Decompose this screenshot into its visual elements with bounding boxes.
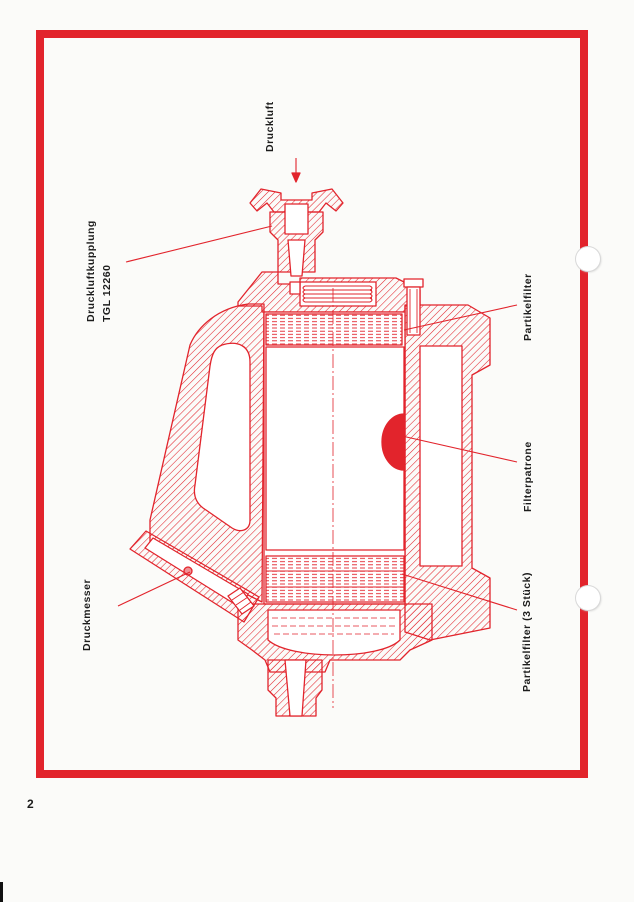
page-number: 2	[27, 797, 34, 811]
punch-hole-bottom	[576, 586, 600, 610]
leader-pressure-gauge	[117, 571, 191, 607]
gauge-valve	[227, 587, 255, 615]
label-particle-filter-bottom: Partikelfilter (3 Stück)	[521, 572, 533, 692]
label-compressed-air: Druckluft	[264, 101, 276, 152]
red-page-frame	[36, 30, 588, 778]
label-pressure-gauge: Druckmesser	[81, 578, 93, 651]
housing-flange	[404, 304, 491, 641]
pressure-gauge	[129, 530, 260, 623]
label-coupling-standard: TGL 12260	[101, 264, 113, 322]
bolt	[403, 278, 424, 336]
leader-bottom-particle-filter	[401, 573, 518, 611]
disc-spring	[299, 281, 377, 307]
compressed-air-coupling	[249, 188, 344, 295]
handle	[149, 303, 265, 603]
outlet	[267, 659, 323, 717]
label-particle-filter-top: Partikelfilter	[522, 273, 534, 341]
punch-hole-top	[576, 247, 600, 271]
label-coupling: Druckluftkupplung	[85, 220, 97, 322]
housing-base	[237, 603, 433, 673]
leader-lines	[117, 225, 518, 611]
leader-top-particle-filter	[403, 304, 518, 331]
bottom-particle-filter	[265, 555, 405, 603]
cartridge-marker	[381, 413, 405, 471]
label-filter-cartridge: Filterpatrone	[522, 441, 534, 512]
filter-cartridge	[265, 346, 405, 551]
housing-top-cap	[237, 271, 424, 336]
arrow-down-icon	[291, 158, 301, 183]
leader-filter-cartridge	[401, 435, 518, 463]
scan-edge-mark	[0, 882, 3, 902]
top-particle-filter	[265, 313, 403, 346]
leader-coupling	[125, 225, 273, 263]
